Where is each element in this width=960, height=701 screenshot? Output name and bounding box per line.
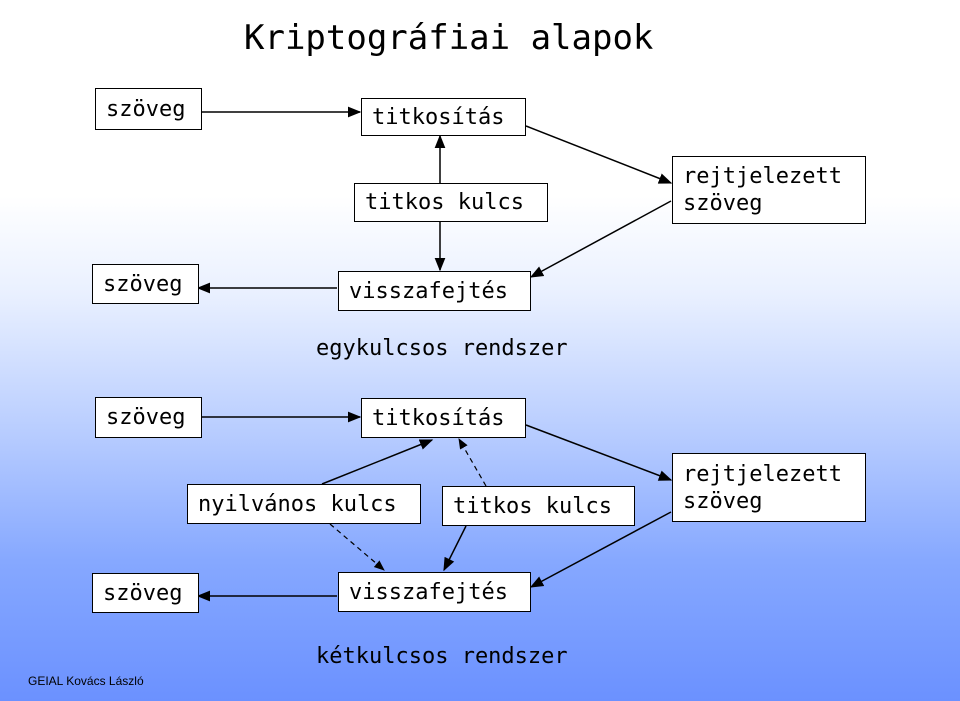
encryption-label-2: titkosítás <box>372 405 505 431</box>
ciphertext-label-line2: szöveg <box>683 191 763 216</box>
plaintext-out-label-2: szöveg <box>103 580 183 606</box>
ciphertext-box: rejtjelezett szöveg <box>672 156 866 224</box>
page-title: Kriptográfiai alapok <box>244 18 654 58</box>
encryption-box-2: titkosítás <box>361 398 526 438</box>
plaintext-in-label: szöveg <box>106 96 186 122</box>
ciphertext-label-line1: rejtjelezett <box>683 164 842 189</box>
decryption-box-2: visszafejtés <box>338 572 531 612</box>
arrow-public-key-to-encryption <box>321 439 434 485</box>
encryption-label: titkosítás <box>372 104 505 130</box>
arrow-encryption-to-ciphertext <box>525 125 673 184</box>
secret-key-box: titkos kulcs <box>354 183 548 222</box>
arrow-secret-key-to-encryption-dashed <box>458 438 487 487</box>
secret-key-label: titkos kulcs <box>365 190 524 215</box>
two-key-caption: kétkulcsos rendszer <box>316 644 568 669</box>
arrow-ciphertext-to-decryption <box>529 200 672 278</box>
public-key-label: nyilvános kulcs <box>198 491 397 517</box>
decryption-label: visszafejtés <box>349 278 508 304</box>
plaintext-in-box-2: szöveg <box>95 397 202 438</box>
footer-author: GEIAL Kovács László <box>28 674 144 688</box>
encryption-box: titkosítás <box>361 98 526 136</box>
ciphertext-label-2-line1: rejtjelezett <box>683 461 842 487</box>
arrow-public-key-to-decryption-dashed <box>329 523 385 571</box>
decryption-label-2: visszafejtés <box>349 579 508 605</box>
arrow-encryption-to-ciphertext-2 <box>525 424 673 481</box>
secret-key-box-2: titkos kulcs <box>442 486 635 526</box>
plaintext-in-label-2: szöveg <box>106 405 186 430</box>
decryption-box: visszafejtés <box>338 271 531 311</box>
arrow-ciphertext-to-decryption-2 <box>529 511 672 588</box>
secret-key-label-2: titkos kulcs <box>453 493 612 519</box>
ciphertext-box-2: rejtjelezett szöveg <box>672 453 866 522</box>
plaintext-in-box: szöveg <box>95 88 202 130</box>
arrow-secret-key-to-decryption <box>443 525 467 572</box>
public-key-box: nyilvános kulcs <box>187 484 421 524</box>
plaintext-out-label: szöveg <box>103 271 183 297</box>
ciphertext-label-2-line2: szöveg <box>683 488 763 514</box>
single-key-caption: egykulcsos rendszer <box>316 336 568 361</box>
plaintext-out-box-2: szöveg <box>92 573 199 613</box>
plaintext-out-box: szöveg <box>92 264 199 304</box>
